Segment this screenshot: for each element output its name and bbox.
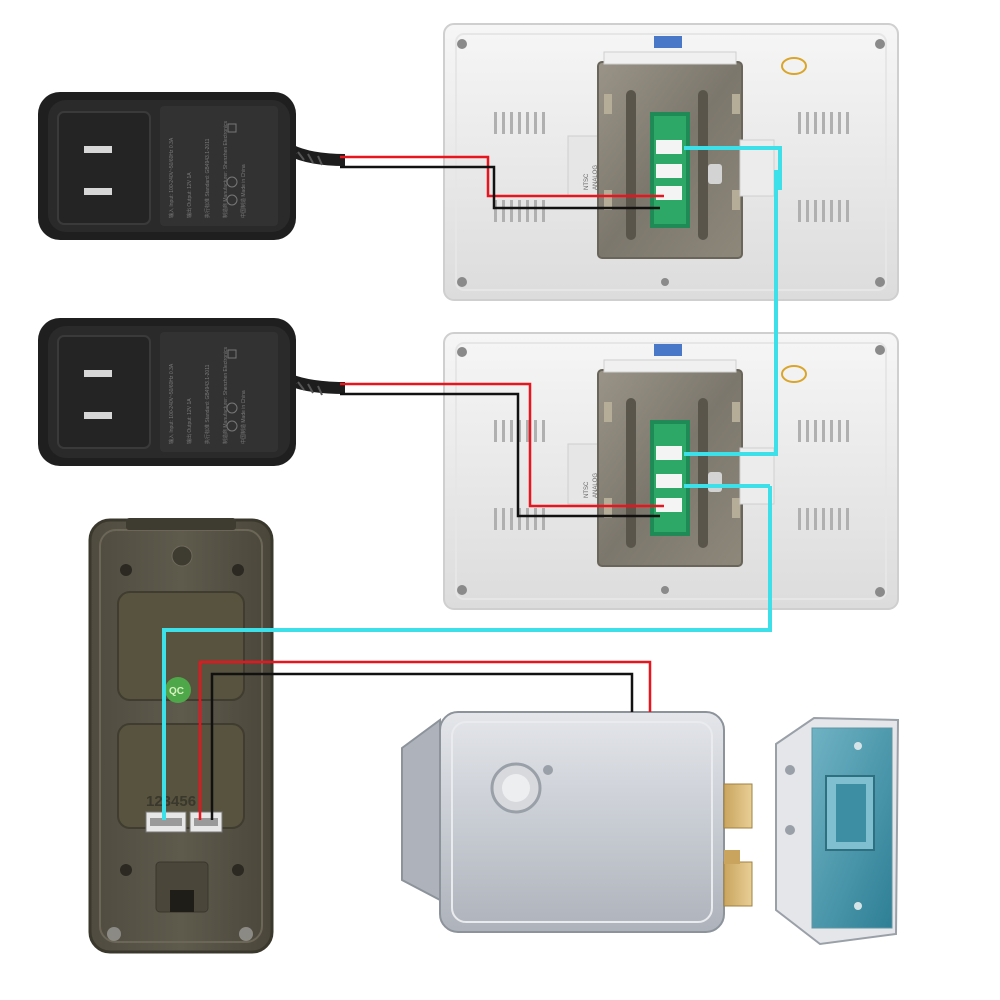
- certification-icon: [226, 176, 238, 188]
- wire-power-ground-top: [340, 165, 660, 210]
- wire-power-positive-bottom: [340, 382, 664, 508]
- adapter-label-line1: 输入 Input: 100-240V~50/60Hz 0.3A: [168, 137, 175, 218]
- qc-sticker-text: QC: [169, 686, 184, 697]
- certification-icon: [226, 420, 238, 432]
- certification-icon: [226, 194, 238, 206]
- adapter-label-line3: 执行标准 Standard: GB4943.1-2011: [204, 138, 211, 218]
- wire-power-positive-top: [340, 155, 664, 198]
- qc-sticker: [165, 677, 191, 703]
- wire-lock-positive: [198, 660, 652, 820]
- monitor-label-line2: ANALOG: [593, 165, 599, 190]
- indoor-monitor-top: NTSC ANALOG: [443, 23, 899, 301]
- indoor-monitor-bottom: NTSC ANALOG: [443, 332, 899, 610]
- wire-lock-ground: [210, 672, 634, 820]
- wire-signal-bus: [684, 170, 778, 456]
- outdoor-doorbell-unit: QC 123456: [88, 518, 274, 954]
- terminal-number: 123456: [146, 793, 196, 810]
- adapter-label-line4: 制造商 Manufacturer: Shenzhen Electronics: [222, 347, 229, 444]
- wiring: [162, 146, 782, 820]
- adapter-label-line5: 中国制造 Made in China: [240, 390, 247, 444]
- adapter-label-line1: 输入 Input: 100-240V~50/60Hz 0.3A: [168, 363, 175, 444]
- wire-signal-monitor-top: [684, 146, 782, 190]
- power-adapter-bottom: 输入 Input: 100-240V~50/60Hz 0.3A 输出 Outpu…: [38, 318, 346, 466]
- double-insulation-icon: [227, 349, 237, 359]
- lock-strike-plate: [775, 716, 900, 946]
- qc-stamp: [781, 365, 807, 383]
- double-insulation-icon: [227, 123, 237, 133]
- monitor-label-line1: NTSC: [584, 173, 590, 190]
- adapter-label-line4: 制造商 Manufacturer: Shenzhen Electronics: [222, 121, 229, 218]
- lock-bolt-lower: [723, 861, 753, 907]
- adapter-label-line2: 输出 Output: 12V 1A: [186, 398, 193, 444]
- wire-power-ground-bottom: [340, 392, 660, 518]
- adapter-label-line3: 执行标准 Standard: GB4943.1-2011: [204, 364, 211, 444]
- adapter-label-line5: 中国制造 Made in China: [240, 164, 247, 218]
- electric-lock: [401, 711, 753, 933]
- power-adapter-top: 输入 Input: 100-240V~50/60Hz 0.3A 输出 Outpu…: [38, 92, 346, 240]
- serial-sticker: [654, 344, 682, 356]
- lock-bolt-upper: [723, 783, 753, 829]
- certification-icon: [226, 402, 238, 414]
- monitor-label-line2: ANALOG: [593, 473, 599, 498]
- wire-signal-doorbell: [162, 486, 772, 820]
- serial-sticker: [654, 36, 682, 48]
- qc-stamp: [781, 57, 807, 75]
- adapter-label-line2: 输出 Output: 12V 1A: [186, 172, 193, 218]
- monitor-label-line1: NTSC: [584, 481, 590, 498]
